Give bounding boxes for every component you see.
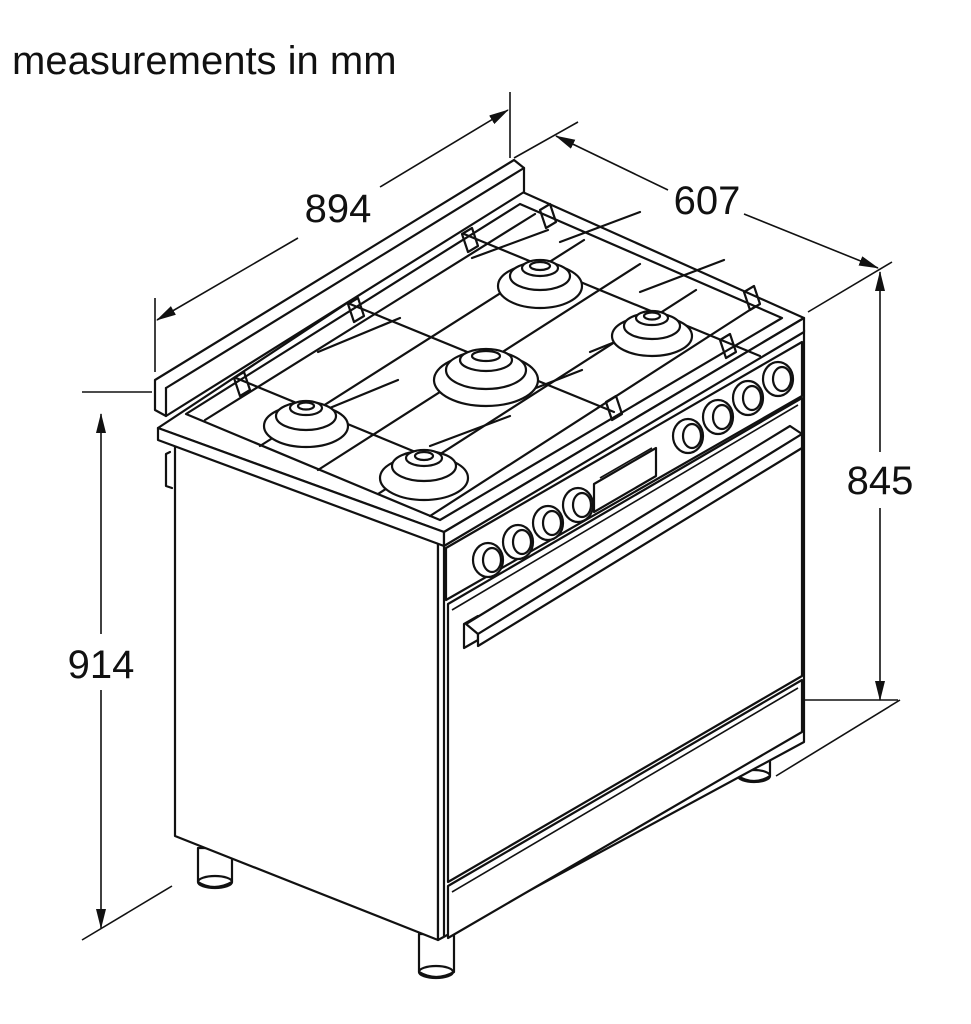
display-line xyxy=(599,447,653,479)
burner-wok-center[interactable] xyxy=(432,347,540,408)
depth-arrow-front xyxy=(743,213,879,269)
side-hook xyxy=(164,450,174,490)
pan-support-prong-4 xyxy=(604,394,624,422)
knob-7[interactable] xyxy=(731,379,765,417)
storage-drawer-edge xyxy=(451,687,799,893)
burner-rear-center[interactable] xyxy=(496,258,584,310)
control-knobs xyxy=(471,360,795,579)
foot-rear-left-base xyxy=(196,874,234,890)
pan-support-outline xyxy=(184,202,784,522)
oven-door[interactable] xyxy=(446,396,804,884)
back-splash-edge xyxy=(164,166,526,390)
depth-dimension: 607 xyxy=(513,121,893,313)
knob-6[interactable] xyxy=(701,398,735,436)
total-height-label: 914 xyxy=(68,643,135,687)
storage-drawer[interactable] xyxy=(446,678,804,940)
oven-handle-underside xyxy=(476,432,804,648)
knob-3[interactable] xyxy=(531,504,565,542)
total-height-extension-line-bottom xyxy=(81,885,173,941)
pan-support-prong-6 xyxy=(742,284,762,312)
width-label: 894 xyxy=(305,187,372,231)
foot-front-left-base xyxy=(417,964,455,980)
pan-support-bar-5 xyxy=(428,304,758,518)
pan-support-finger-2 xyxy=(470,228,550,260)
body-height-extension-line-foot xyxy=(775,699,901,777)
width-arrow-left xyxy=(156,237,299,321)
burner-left[interactable] xyxy=(262,399,350,449)
width-dimension: 894 xyxy=(154,92,511,372)
pan-support-bar-1 xyxy=(203,212,537,422)
total-height-dimension: 914 xyxy=(68,391,173,941)
knob-2[interactable] xyxy=(501,523,535,561)
pan-support-prong-3 xyxy=(460,226,480,254)
depth-extension-line-front xyxy=(807,261,893,313)
pan-support-finger-7 xyxy=(428,414,512,448)
cooktop-right-edge xyxy=(442,316,806,548)
pan-support-finger-1 xyxy=(316,316,402,354)
pan-support-finger-8 xyxy=(318,378,400,414)
knob-1[interactable] xyxy=(471,541,505,579)
pan-support-prong-2 xyxy=(346,296,366,324)
range-cooker xyxy=(153,158,806,980)
pan-support-finger-3 xyxy=(558,210,642,244)
burner-right[interactable] xyxy=(610,309,694,358)
body-height-label: 845 xyxy=(847,459,914,503)
depth-extension-line-back xyxy=(513,121,579,159)
display-panel xyxy=(592,446,658,514)
body-height-dimension: 845 xyxy=(775,271,914,777)
width-arrow-right xyxy=(379,109,509,188)
knob-5[interactable] xyxy=(671,417,705,455)
depth-label: 607 xyxy=(674,179,741,223)
knob-4[interactable] xyxy=(561,486,595,524)
depth-arrow-back xyxy=(555,135,669,191)
pan-support-prong-1 xyxy=(232,370,252,398)
page-title: measurements in mm xyxy=(12,39,397,83)
oven-door-top-edge xyxy=(451,404,799,611)
burners xyxy=(262,258,694,502)
pan-support-cross-3 xyxy=(462,232,762,358)
pan-support-prong-5 xyxy=(718,332,738,360)
burner-front-center[interactable] xyxy=(378,448,470,502)
knob-8[interactable] xyxy=(761,360,795,398)
pan-support-prong-7 xyxy=(538,202,558,230)
pan-support-finger-4 xyxy=(638,258,726,294)
